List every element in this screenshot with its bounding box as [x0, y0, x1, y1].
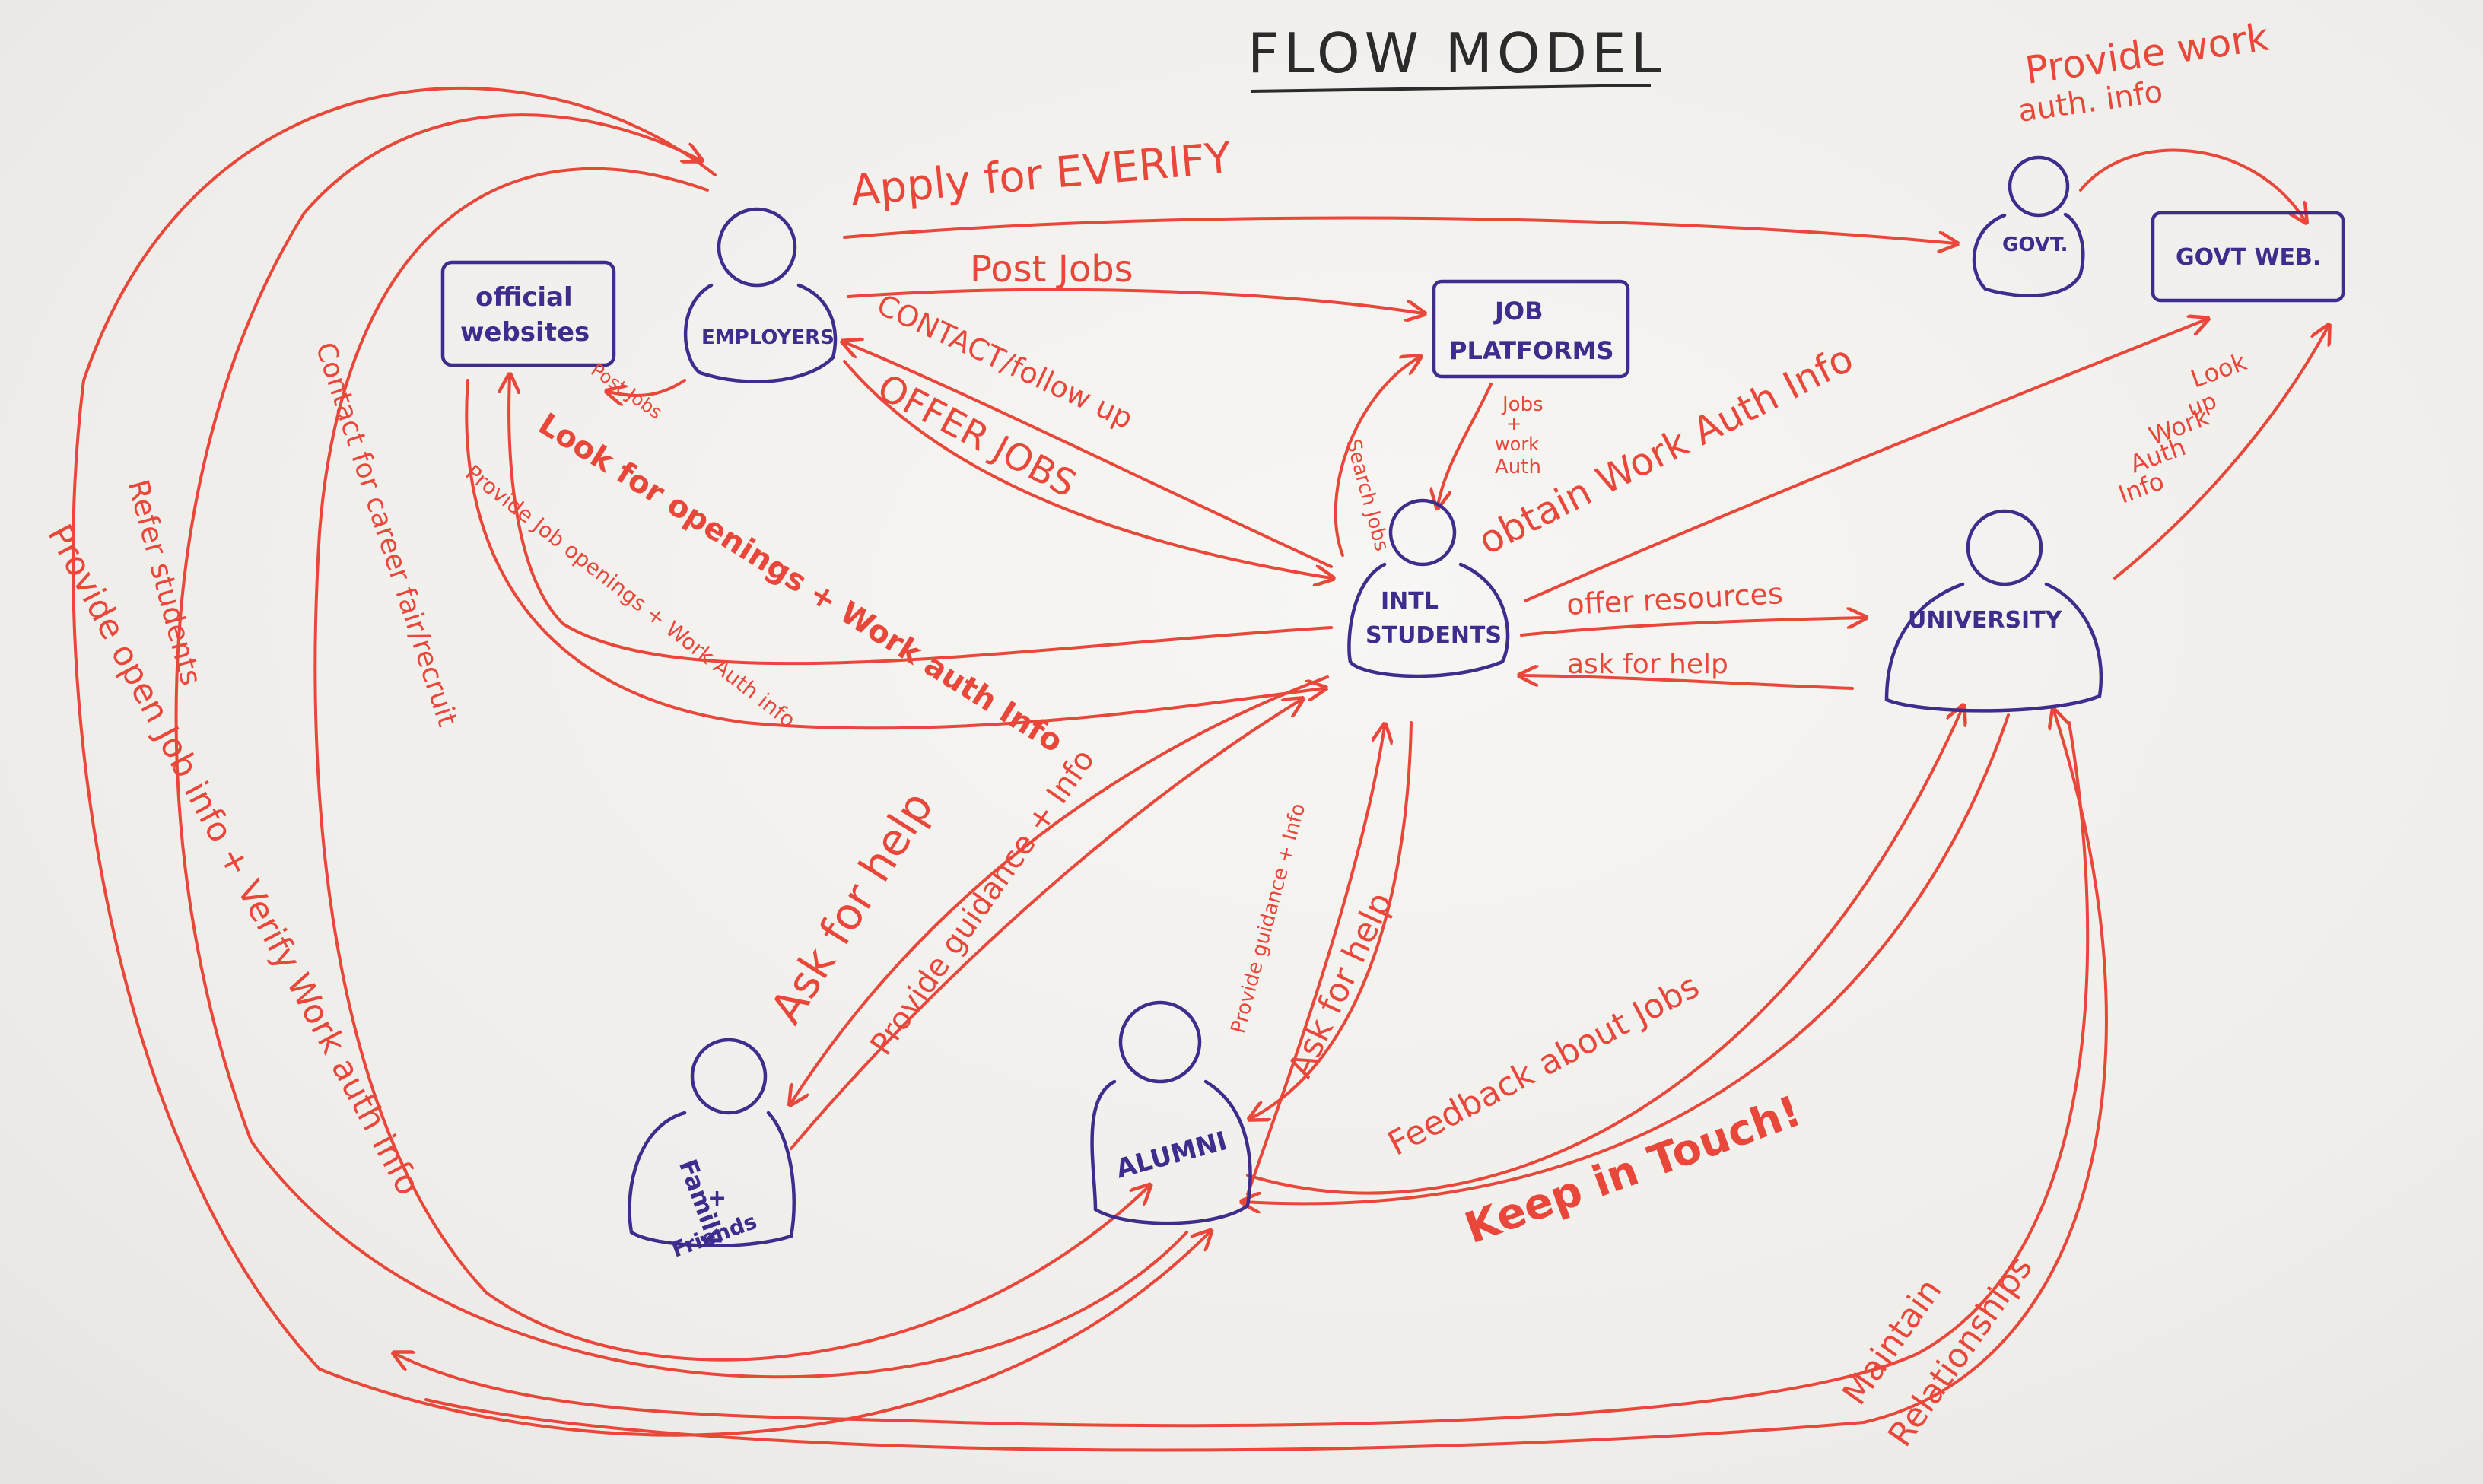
alumni-label: ALUMNI	[1113, 1126, 1231, 1184]
edge-label-jobs-work-auth-2: +	[1506, 413, 1521, 434]
node-job-platforms	[1432, 279, 1630, 379]
edge-refer-students	[174, 113, 1188, 1379]
edge-provide-guidance-family	[790, 700, 1301, 1150]
edge-ask-for-help-univ	[1521, 675, 1854, 690]
edge-provide-guidance-alumni	[1246, 726, 1385, 1196]
edge-label-jobs-work-auth-1: Jobs	[1501, 393, 1544, 416]
node-university	[1884, 509, 2103, 713]
edge-feedback-jobs	[1246, 707, 1963, 1195]
official-websites-label-2: websites	[460, 317, 590, 348]
job-platforms-label-2: PLATFORMS	[1449, 336, 1614, 365]
edge-maintain-relationships	[396, 721, 2090, 1428]
node-alumni	[1090, 1000, 1252, 1225]
edge-label-contact-career-fair: Contact for career fair/recruit	[309, 338, 463, 730]
edge-label-ask-for-help-univ: ask for help	[1567, 649, 1728, 680]
edge-ask-for-help-family	[791, 675, 1329, 1103]
edge-look-for-openings	[509, 377, 1333, 666]
edge-label-provide-guidance-alumni: Provide guidance + Info	[1227, 801, 1311, 1036]
edge-provide-work-auth	[2079, 148, 2305, 221]
edge-label-offer-resources: offer resources	[1566, 577, 1784, 621]
edge-label-search-jobs: Search Jobs	[1341, 437, 1393, 554]
intl-students-label-2: STUDENTS	[1365, 622, 1502, 649]
node-official-websites	[440, 260, 616, 367]
edge-obtain-work-auth	[1524, 319, 2206, 602]
edge-contact-career-fair	[313, 167, 1149, 1362]
official-websites-label-1: official	[475, 282, 573, 313]
node-govt	[1972, 155, 2085, 297]
edge-label-look-up-5: Info	[2115, 466, 2168, 509]
node-employers	[683, 207, 838, 383]
edge-label-post-jobs-websites: Post Jobs	[587, 359, 666, 424]
edge-look-up-work-auth	[2113, 327, 2328, 580]
title-underline	[1251, 84, 1652, 93]
edge-label-post-jobs-platforms: Post Jobs	[970, 248, 1133, 291]
university-label: UNIVERSITY	[1908, 607, 2063, 634]
edge-offer-jobs	[843, 360, 1331, 578]
edge-jobs-work-auth	[1438, 383, 1493, 506]
node-govt-web	[2151, 211, 2345, 303]
intl-students-label-1: INTL	[1381, 588, 1439, 615]
edge-post-jobs-websites	[609, 379, 686, 396]
family-friends-label-2: +	[707, 1185, 726, 1212]
job-platforms-label-1: JOB	[1493, 297, 1544, 326]
govt-label: GOVT.	[2002, 234, 2068, 256]
edge-provide-open-jobs	[72, 86, 1210, 1437]
edge-label-look-up-1: Look	[2187, 347, 2251, 394]
node-intl-students	[1347, 498, 1510, 678]
edge-provide-openings	[465, 379, 1324, 730]
edge-search-jobs	[1334, 357, 1419, 557]
edge-label-apply-everify: Apply for EVERIFY	[849, 133, 1234, 216]
govt-web-label: GOVT WEB.	[2176, 244, 2321, 271]
edge-label-jobs-work-auth-3: work	[1495, 434, 1539, 455]
edge-ask-for-help-alumni	[1251, 721, 1413, 1118]
edge-apply-everify	[843, 216, 1955, 243]
edge-label-feedback-jobs: Feedback about Jobs	[1381, 967, 1706, 1164]
edge-contact-follow-up	[844, 342, 1333, 568]
edge-post-jobs-platforms	[847, 288, 1423, 313]
node-family-friends	[628, 1038, 796, 1247]
edge-keep-in-touch	[1244, 713, 2010, 1203]
edge-offer-resources	[1520, 618, 1864, 637]
edge-label-jobs-work-auth-4: Auth	[1495, 456, 1541, 478]
employers-label: EMPLOYERS	[701, 326, 835, 349]
diagram-title: FLOW MODEL	[1248, 21, 1666, 85]
edge-maintain-relationships-return	[424, 711, 2108, 1452]
